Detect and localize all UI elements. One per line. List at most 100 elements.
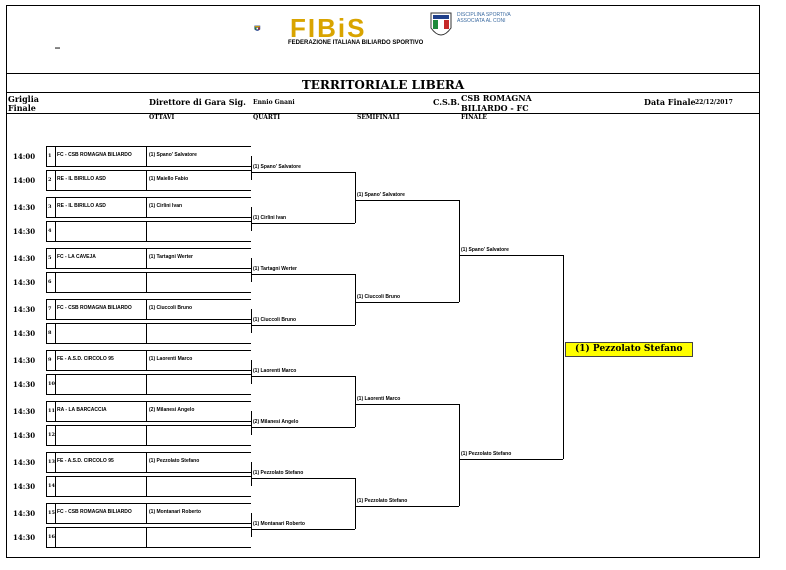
quarti-player: (1) Ciuccoli Bruno [253,317,297,323]
row-seed: 1 [48,153,52,159]
row-top-rule [46,272,251,273]
row-time: 14:00 [13,152,36,161]
row-time: 14:30 [13,533,36,542]
coni-shield-icon [430,12,452,36]
bracket-connector [355,274,356,325]
row-time: 14:30 [13,254,36,263]
fibis-logo-subtitle: FEDERAZIONE ITALIANA BILIARDO SPORTIVO [288,40,424,46]
row-left-rule [46,299,47,319]
csb-label: C.S.B. [433,97,460,107]
row-club-divider [146,248,147,268]
bracket-connector [251,411,252,435]
row-time: 14:30 [13,203,36,212]
row-top-rule [46,476,251,477]
row-seed-divider [55,401,56,421]
round-label-ottavi: OTTAVI [149,114,175,121]
quarti-rule [251,172,355,173]
row-seed: 3 [48,204,52,210]
row-left-rule [46,197,47,217]
dash-mark: _ [55,38,60,49]
row-seed: 2 [48,177,52,183]
bracket-connector [251,360,252,384]
row-player: (1) Spano' Salvatore [149,152,197,158]
row-player: (1) Montanari Roberto [149,509,201,515]
fibis-logo-text: FIBiS [290,13,367,43]
page-title: TERRITORIALE LIBERA [301,78,465,92]
bracket-connector [459,200,460,302]
row-time: 14:30 [13,509,36,518]
row-seed: 11 [48,408,55,414]
row-bottom-rule [46,445,251,446]
semifinali-player: (1) Spano' Salvatore [357,192,405,198]
row-club: FE - A.S.D. CIRCOLO 95 [57,356,114,362]
row-top-rule [46,374,251,375]
row-club-divider [146,425,147,445]
bracket-connector [355,376,356,427]
final-date-value: 22/12/2017 [695,99,733,106]
row-bottom-rule [46,496,251,497]
griglia-label: Griglia Finale [8,94,39,113]
finale-player: (1) Pezzolato Stefano [461,451,512,457]
row-bottom-rule [46,370,251,371]
bracket-connector [355,172,356,223]
bracket-connector [251,462,252,486]
row-club: FC - CSB ROMAGNA BILIARDO [57,305,132,311]
bracket-connector [251,156,252,180]
row-time: 14:30 [13,458,36,467]
quarti-player: (1) Montanari Roberto [253,521,305,527]
row-club-divider [146,527,147,547]
row-top-rule [46,170,251,171]
quarti-rule [251,274,355,275]
row-seed-divider [55,452,56,472]
row-club-divider [146,401,147,421]
row-club: FC - CSB ROMAGNA BILIARDO [57,509,132,515]
row-club-divider [146,197,147,217]
row-club-divider [146,452,147,472]
row-left-rule [46,221,47,241]
bracket-connector [251,309,252,333]
row-player: (1) Pezzolato Stefano [149,458,200,464]
row-club: FC - CSB ROMAGNA BILIARDO [57,152,132,158]
row-seed: 7 [48,306,52,312]
row-bottom-rule [46,190,251,191]
row-left-rule [46,350,47,370]
row-time: 14:00 [13,176,36,185]
row-seed-divider [55,476,56,496]
row-bottom-rule [46,523,251,524]
quarti-rule [251,427,355,428]
director-label: Direttore di Gara Sig. [149,97,246,107]
row-top-rule [46,248,251,249]
semifinali-rule [355,200,459,201]
row-seed: 10 [48,381,55,387]
row-time: 14:30 [13,482,36,491]
row-bottom-rule [46,292,251,293]
round-label-semifinali: SEMIFINALI [357,114,400,121]
row-top-rule [46,299,251,300]
bracket-connector [251,513,252,537]
finale-rule [459,459,563,460]
row-seed-divider [55,170,56,190]
row-time: 14:30 [13,227,36,236]
bracket-connector [251,207,252,231]
director-name: Ennio Gnani [253,99,295,106]
row-seed: 9 [48,357,52,363]
row-seed: 12 [48,432,55,438]
quarti-player: (1) Spano' Salvatore [253,164,301,170]
quarti-rule [251,325,355,326]
finale-rule [459,255,563,256]
fibis-logo [254,25,261,31]
row-left-rule [46,452,47,472]
row-seed-divider [55,248,56,268]
title-top-rule [6,73,760,74]
row-top-rule [46,221,251,222]
row-bottom-rule [46,241,251,242]
row-bottom-rule [46,547,251,548]
row-seed: 5 [48,255,52,261]
row-seed-divider [55,197,56,217]
quarti-rule [251,376,355,377]
row-bottom-rule [46,343,251,344]
quarti-player: (2) Milanesi Angelo [253,419,299,425]
row-left-rule [46,248,47,268]
row-time: 14:30 [13,407,36,416]
row-top-rule [46,527,251,528]
